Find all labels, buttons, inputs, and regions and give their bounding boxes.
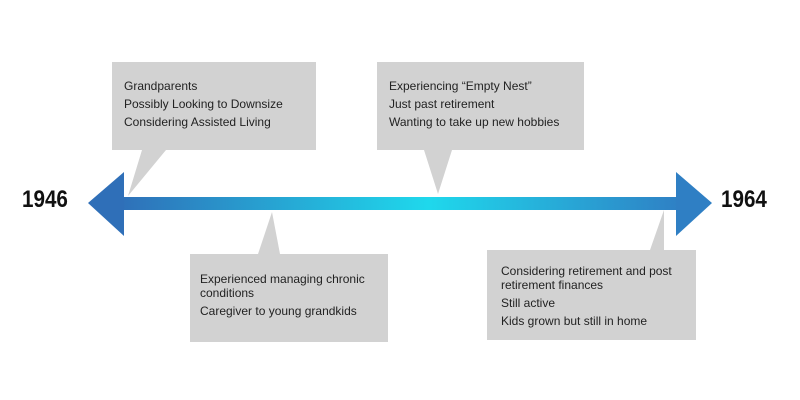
callout-box-1 — [112, 62, 316, 196]
callout-item: Considering Assisted Living — [124, 115, 271, 129]
callout-empty-nest: Experiencing “Empty Nest” Just past reti… — [389, 79, 589, 133]
callout-box-4 — [487, 210, 696, 340]
callout-box-2 — [377, 62, 584, 194]
callout-box-3 — [190, 212, 388, 342]
callout-chronic-conditions: Experienced managing chronic conditions … — [200, 272, 390, 322]
callout-item: Experienced managing chronic conditions — [200, 272, 365, 300]
right-arrowhead — [676, 172, 712, 236]
start-year-label: 1946 — [22, 186, 68, 213]
callout-item: Experiencing “Empty Nest” — [389, 79, 532, 93]
timeline-bar — [118, 197, 682, 210]
callout-item: Considering retirement and post retireme… — [501, 264, 672, 292]
callout-item: Possibly Looking to Downsize — [124, 97, 283, 111]
callout-grandparents: Grandparents Possibly Looking to Downsiz… — [124, 79, 314, 133]
callout-item: Kids grown but still in home — [501, 314, 648, 328]
callout-retirement-finances: Considering retirement and post retireme… — [501, 264, 701, 332]
callout-item: Grandparents — [124, 79, 198, 93]
callout-item: Wanting to take up new hobbies — [389, 115, 560, 129]
callout-item: Still active — [501, 296, 556, 310]
callout-item: Just past retirement — [389, 97, 495, 111]
end-year-label: 1964 — [721, 186, 767, 213]
left-arrowhead — [88, 172, 124, 236]
callout-item: Caregiver to young grandkids — [200, 304, 357, 318]
